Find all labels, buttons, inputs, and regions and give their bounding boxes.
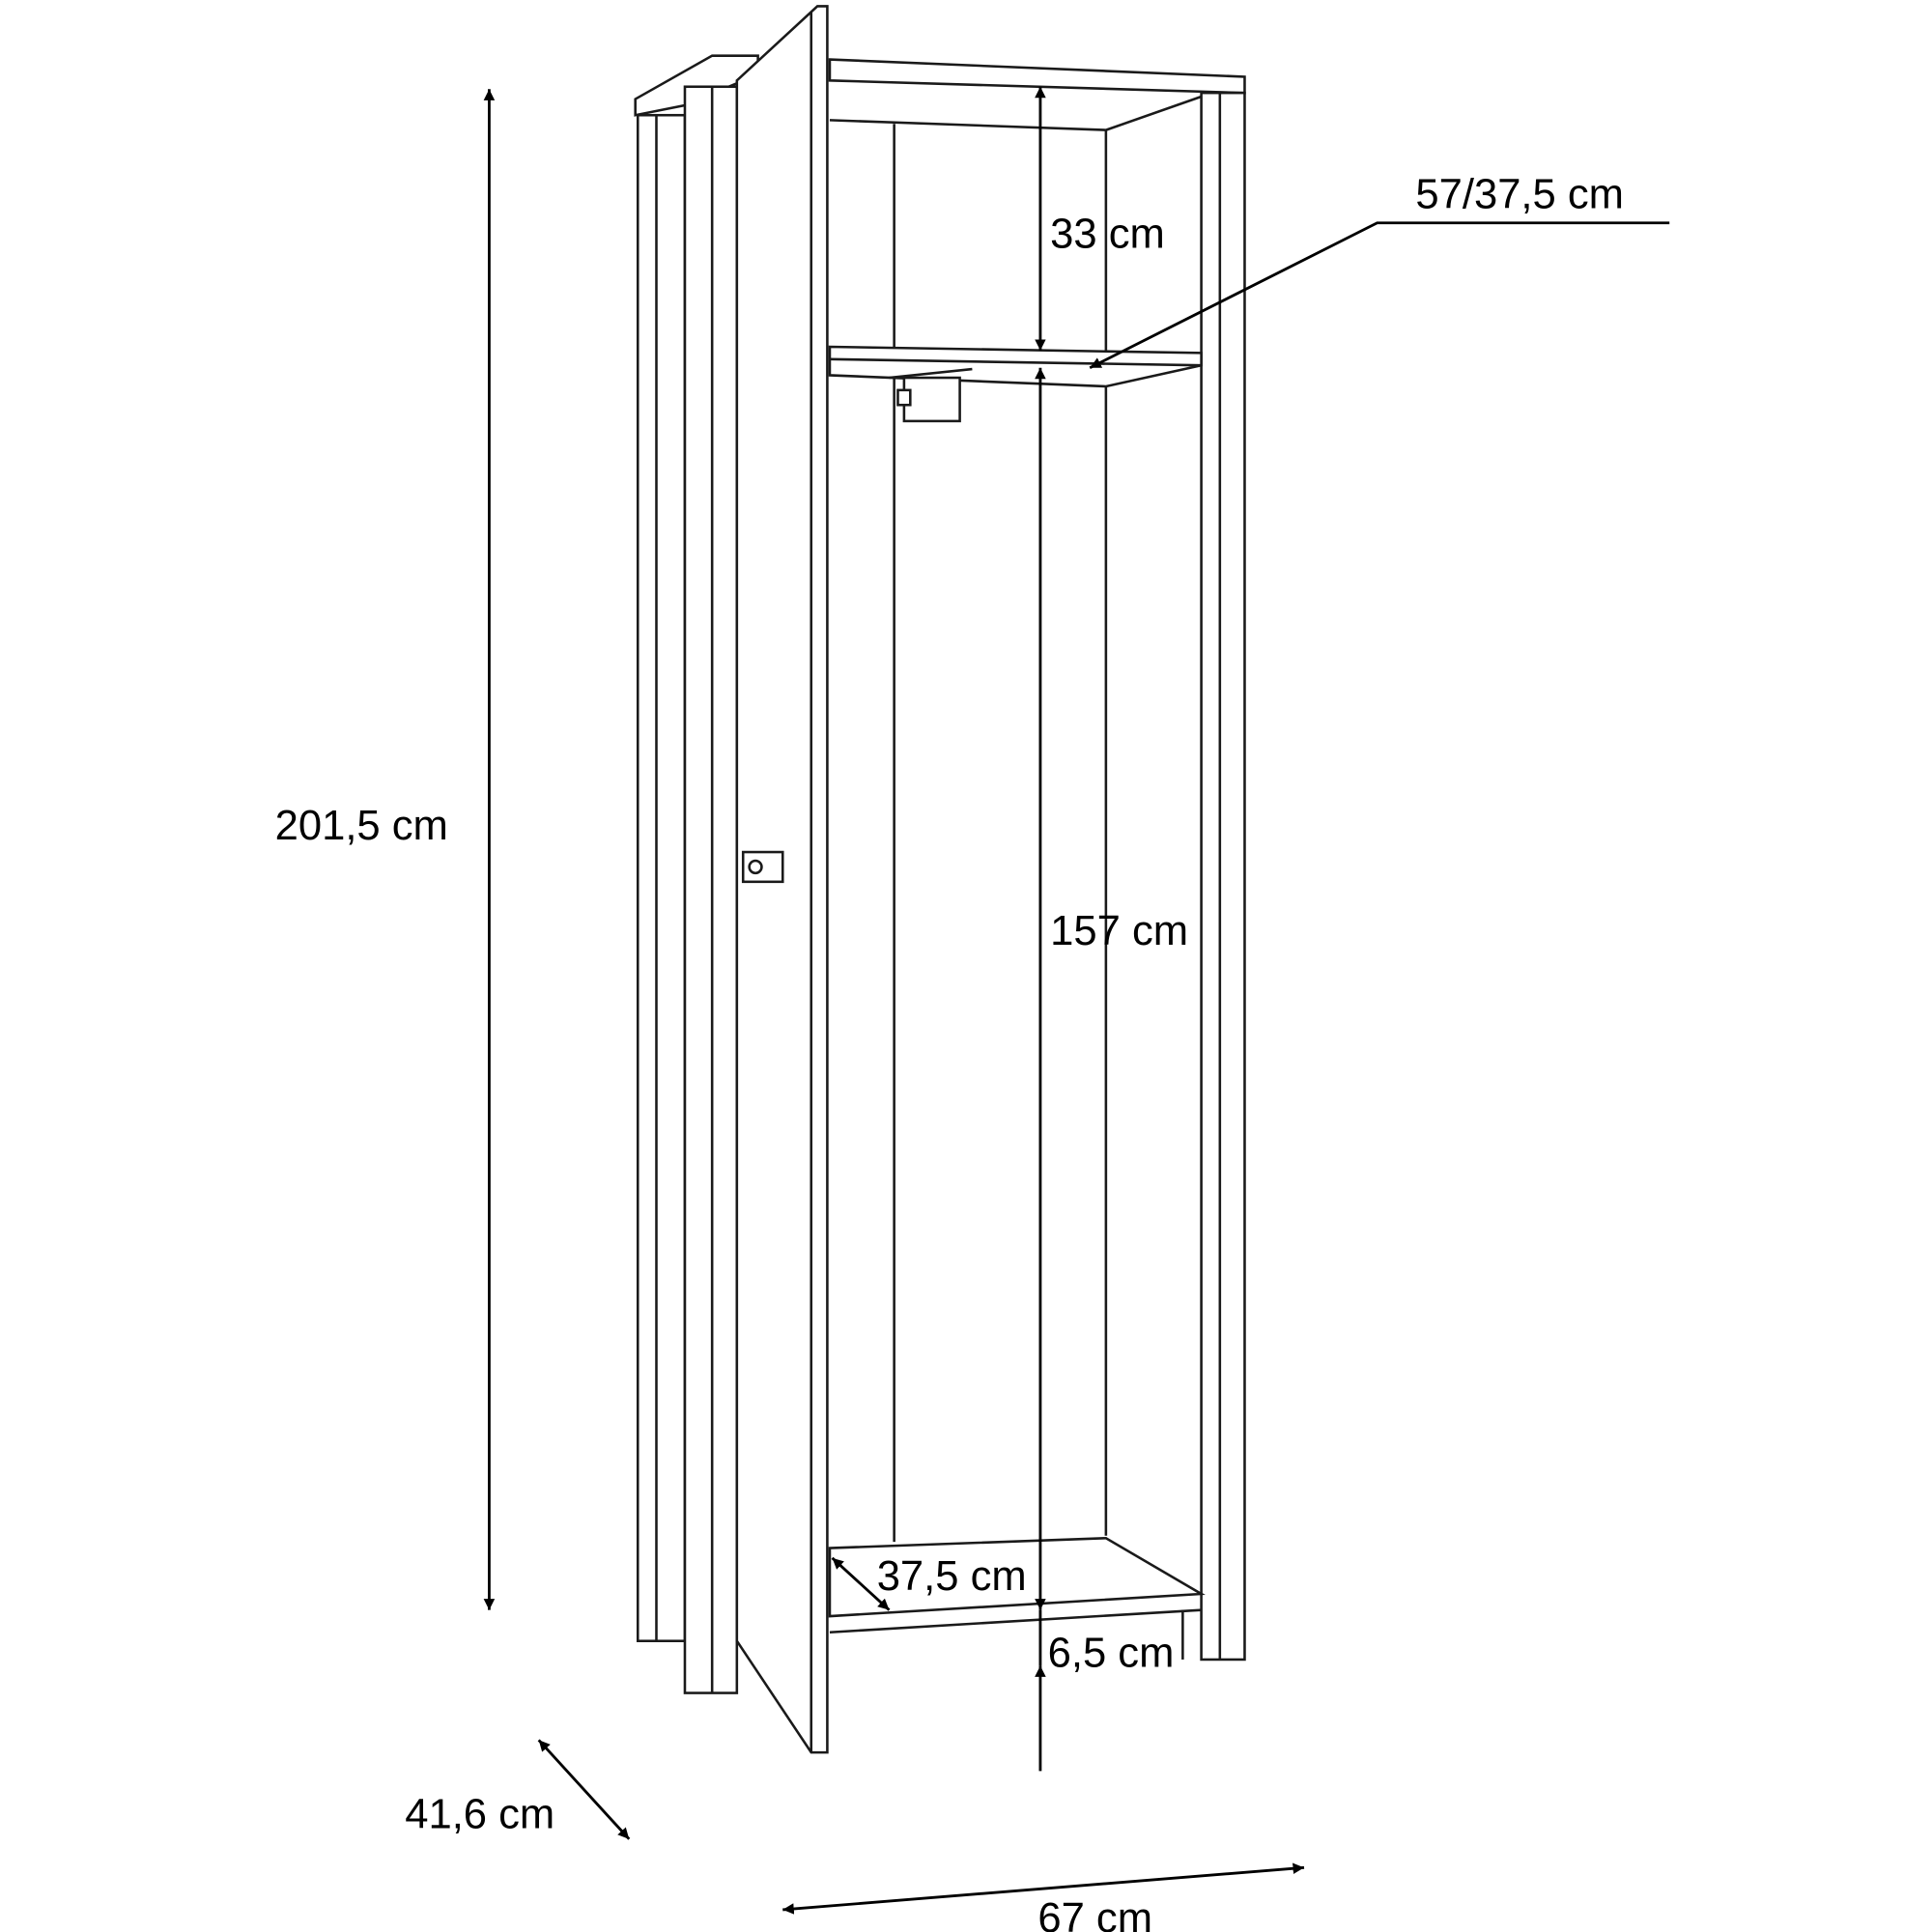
total-depth-label: 41,6 cm <box>405 1791 554 1837</box>
hanger-rail-icon <box>889 367 973 423</box>
dimension-labels: 201,5 cm 33 cm 57/37,5 cm 157 cm 37,5 cm… <box>275 171 1624 1932</box>
wardrobe-body <box>634 5 1246 1754</box>
shelf <box>828 345 1203 388</box>
door-lock-icon <box>741 850 784 884</box>
plinth-height-label: 6,5 cm <box>1048 1631 1175 1677</box>
width-arrow <box>782 1862 1305 1915</box>
shelf-leader <box>1089 221 1670 370</box>
depth-arrow <box>537 1739 631 1840</box>
total-height-label: 201,5 cm <box>275 803 448 849</box>
dimension-lines <box>483 86 1670 1915</box>
back-left-panel <box>636 113 687 1642</box>
right-side-panel <box>1200 91 1246 1662</box>
bottom-panel <box>828 1537 1206 1618</box>
total-width-label: 67 cm <box>1037 1895 1152 1932</box>
hanging-height-label: 157 cm <box>1050 908 1188 954</box>
top-compartment-label: 33 cm <box>1050 211 1165 257</box>
inner-depth-label: 37,5 cm <box>877 1553 1027 1600</box>
top-panel <box>828 58 1246 95</box>
shelf-size-label: 57/37,5 cm <box>1415 171 1624 217</box>
inner-depth-arrow <box>831 1556 891 1611</box>
